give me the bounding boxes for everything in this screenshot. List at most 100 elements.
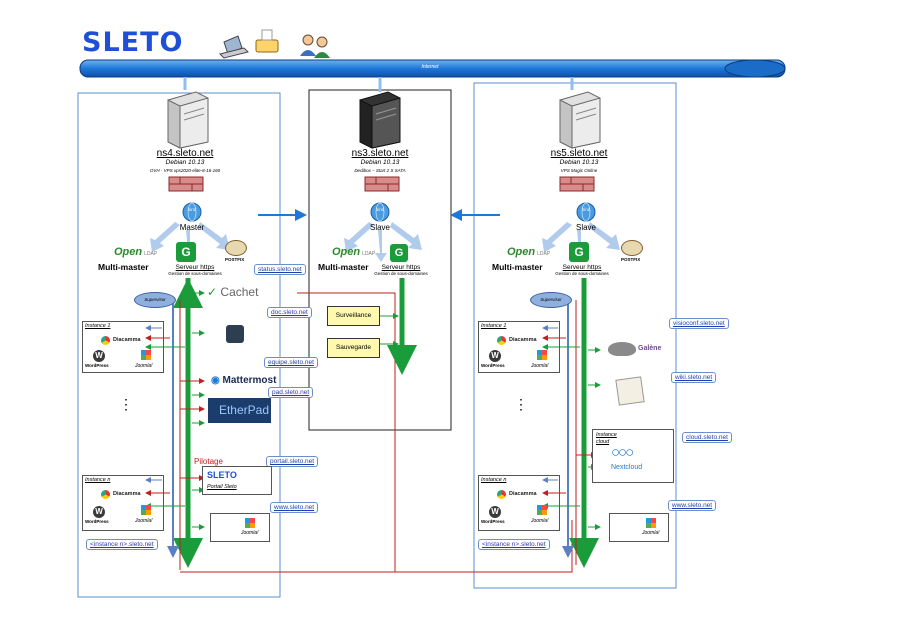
server-ns5-host: VPS Magic Online xyxy=(560,168,598,173)
server-ns3-os: Debian 10.13 xyxy=(360,159,400,166)
https-server-ns5-icon: G xyxy=(569,242,589,262)
firewall-ns5 xyxy=(559,176,595,192)
multi-master-ns5: Multi-master xyxy=(492,262,543,272)
internet-label: Internet xyxy=(421,64,439,70)
server-ns5-os: Debian 10.13 xyxy=(559,159,599,166)
zone-ns5 xyxy=(473,82,677,589)
surveillance-box[interactable]: Surveillance xyxy=(327,306,380,326)
firewall-ns4 xyxy=(168,176,204,192)
bind-label-ns5: bind xyxy=(581,207,591,212)
etherpad-logo: EtherPad xyxy=(208,398,271,423)
www-left-box[interactable]: Joomla! xyxy=(210,513,270,542)
nextcloud-icon: ○○○ xyxy=(611,444,634,461)
subdomain-ns5-label: Gestion de sous-domaines xyxy=(555,271,609,276)
bind-globe-ns4-icon xyxy=(182,202,202,222)
left-instance-n[interactable]: Instance n Diacamma W WordPress Joomla! xyxy=(82,475,164,531)
diacamma-icon xyxy=(497,336,506,345)
sauvegarde-box[interactable]: Sauvegarde xyxy=(327,338,380,358)
right-instance-n[interactable]: Instance n Diacamma W WordPress Joomla! xyxy=(478,475,560,531)
callout-www-left[interactable]: www.sleto.net xyxy=(270,502,319,513)
server-ns3-name: ns3.sleto.net xyxy=(351,148,409,159)
https-server-ns3-icon: G xyxy=(390,244,408,262)
router-icon xyxy=(255,29,279,53)
https-ns4-label: Serveur https xyxy=(175,264,215,271)
wordpress-icon: W xyxy=(93,350,105,362)
postfix-ns4-label: POSTFIX xyxy=(225,257,245,262)
multi-master-ns3: Multi-master xyxy=(318,262,369,272)
www-right-box[interactable]: Joomla! xyxy=(609,513,669,542)
server-ns4-os: Debian 10.13 xyxy=(165,159,205,166)
callout-right-instance-n[interactable]: <instance n>.sleto.net xyxy=(478,539,550,550)
subdomain-ns3-label: Gestion de sous-domaines xyxy=(374,271,428,276)
bind-label-ns4: bind xyxy=(187,207,197,212)
callout-pad[interactable]: pad.sleto.net xyxy=(268,387,314,398)
server-ns3-host: Dedibox – Start 2 S SATA xyxy=(354,168,406,173)
right-ellipsis: ⋮ xyxy=(514,396,528,412)
joomla-icon xyxy=(646,518,656,528)
bind-globe-ns3-icon xyxy=(370,202,390,222)
joomla-icon xyxy=(245,518,255,528)
https-ns3-label: Serveur https xyxy=(381,264,421,271)
cachet-logo: ✓ Cachet xyxy=(207,285,259,299)
left-ellipsis: ⋮ xyxy=(119,396,133,412)
callout-left-instance-n[interactable]: <instance n>.sleto.net xyxy=(86,539,158,550)
page-title: SLETO xyxy=(82,27,184,58)
https-ns5-label: Serveur https xyxy=(562,264,602,271)
callout-doc[interactable]: doc.sleto.net xyxy=(267,307,312,318)
server-ns3-icon xyxy=(359,91,401,149)
diacamma-icon xyxy=(101,336,110,345)
postfix-ns5-label: POSTFIX xyxy=(621,257,641,262)
diacamma-icon xyxy=(497,490,506,499)
callout-status[interactable]: status.sleto.net xyxy=(254,264,306,275)
wordpress-icon: W xyxy=(489,506,501,518)
server-ns4-host: OVH - VPS vps2020-elite-8-16-160 xyxy=(149,168,221,173)
mattermost-logo: ◉ Mattermost xyxy=(211,375,277,386)
server-ns4-icon xyxy=(167,91,209,149)
callout-cloud[interactable]: cloud.sleto.net xyxy=(682,432,732,443)
bind-label-ns3: bind xyxy=(375,207,385,212)
galene-label: Galène xyxy=(638,345,662,352)
wordpress-icon: W xyxy=(489,350,501,362)
wiki-icon xyxy=(615,376,645,406)
joomla-icon xyxy=(141,505,151,515)
users-icon xyxy=(300,34,330,58)
https-server-ns4-icon: G xyxy=(176,242,196,262)
server-ns5-name: ns5.sleto.net xyxy=(550,148,608,159)
callout-portail[interactable]: portail.sleto.net xyxy=(266,456,319,467)
portail-sleto-box[interactable]: SLETO Portail Sleto xyxy=(202,466,272,495)
subdomain-ns4-label: Gestion de sous-domaines xyxy=(168,271,222,276)
callout-equipe[interactable]: equipe.sleto.net xyxy=(264,357,318,368)
right-instance-1[interactable]: Instance 1 Diacamma W WordPress Joomla! xyxy=(478,321,560,373)
cloud-instance-box[interactable]: Instance cloud ○○○ Nextcloud xyxy=(592,429,674,483)
laptop-icon xyxy=(219,35,249,59)
role-ns3: Slave xyxy=(369,223,390,232)
server-ns4-name: ns4.sleto.net xyxy=(156,148,214,159)
galene-seal-icon xyxy=(608,342,636,356)
postfix-ns5-icon xyxy=(621,240,643,256)
docs-icon xyxy=(226,325,244,343)
multi-master-ns4: Multi-master xyxy=(98,262,149,272)
wordpress-icon: W xyxy=(93,506,105,518)
callout-wiki[interactable]: wiki.sleto.net xyxy=(671,372,717,383)
bind-globe-ns5-icon xyxy=(576,202,596,222)
server-ns5-icon xyxy=(559,91,601,149)
joomla-icon xyxy=(537,505,547,515)
internet-bus-end xyxy=(724,59,786,78)
role-ns4: Master xyxy=(179,223,205,232)
diacamma-icon xyxy=(101,490,110,499)
supervisor-ns4: Supervisor xyxy=(134,292,176,308)
zone-ns4 xyxy=(77,92,281,598)
joomla-icon xyxy=(141,350,151,360)
postfix-ns4-icon xyxy=(225,240,247,256)
pilotage-label: Pilotage xyxy=(194,457,223,466)
role-ns5: Slave xyxy=(575,223,596,232)
bind-arrows-ns3 xyxy=(344,222,422,262)
callout-visio[interactable]: visioconf.sleto.net xyxy=(669,318,729,329)
left-instance-1[interactable]: Instance 1 Diacamma W WordPress Joomla! xyxy=(82,321,164,373)
callout-www-right[interactable]: www.sleto.net xyxy=(668,500,717,511)
firewall-ns3 xyxy=(364,176,400,192)
joomla-icon xyxy=(537,350,547,360)
